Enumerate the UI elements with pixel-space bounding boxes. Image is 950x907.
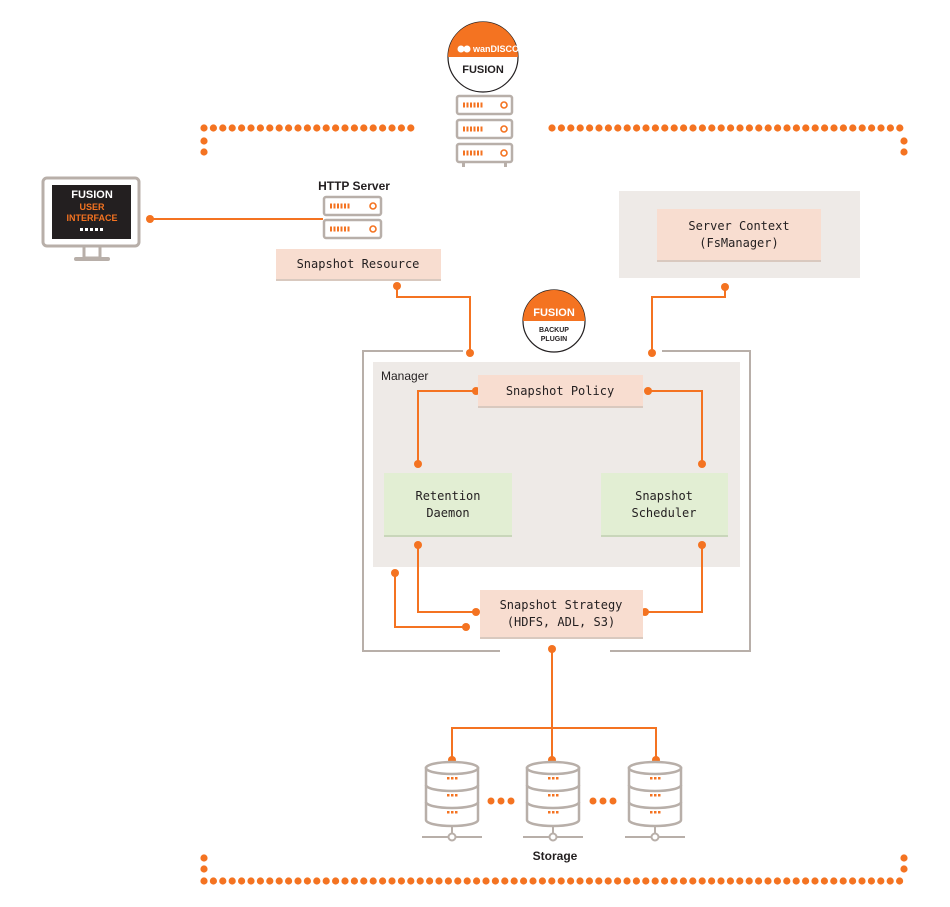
server-context-node: Server Context (FsManager) — [657, 209, 821, 262]
snapshot-policy-node: Snapshot Policy — [478, 375, 643, 408]
policy-to-scheduler-connector — [648, 390, 703, 464]
wandisco-fusion-badge: wanDISCO FUSION — [447, 21, 519, 93]
wandisco-brand: wanDISCO — [472, 44, 519, 54]
retention-daemon-node: Retention Daemon — [384, 473, 512, 537]
svg-text:Snapshot Resource: Snapshot Resource — [297, 257, 420, 271]
storage-databases — [422, 760, 685, 842]
monitor-to-http-connector — [146, 215, 323, 223]
database-icon — [422, 760, 482, 842]
monitor-line3: INTERFACE — [66, 213, 117, 223]
connector-dots — [391, 282, 729, 764]
strategy-loop-connector — [394, 573, 466, 628]
wandisco-logo-icon — [457, 45, 471, 53]
storage-label: Storage — [533, 849, 578, 863]
plugin-outline — [362, 350, 751, 652]
svg-text:Snapshot: Snapshot — [635, 489, 693, 503]
svg-text:Daemon: Daemon — [426, 506, 469, 520]
http-server-label: HTTP Server — [318, 179, 390, 193]
svg-text:Snapshot Strategy: Snapshot Strategy — [500, 598, 623, 612]
database-icon — [625, 760, 685, 842]
svg-text:Retention: Retention — [415, 489, 480, 503]
connectors — [394, 286, 726, 760]
svg-text:Scheduler: Scheduler — [631, 506, 696, 520]
monitor-line2: USER — [79, 202, 105, 212]
monitor-icon: FUSION USER INTERFACE — [41, 176, 141, 261]
snapshot-resource-node: Snapshot Resource — [276, 249, 441, 281]
plugin-brand: FUSION — [533, 307, 575, 319]
plugin-line2: PLUGIN — [541, 336, 567, 343]
snapshot-scheduler-node: Snapshot Scheduler — [601, 473, 728, 537]
snapshot-strategy-node: Snapshot Strategy (HDFS, ADL, S3) — [480, 590, 643, 639]
context-to-manager-connector — [651, 287, 726, 353]
plugin-line1: BACKUP — [539, 327, 569, 334]
retention-to-strategy-connector — [417, 545, 476, 613]
svg-text:(HDFS, ADL, S3): (HDFS, ADL, S3) — [507, 615, 615, 629]
bottom-dotted-bus — [200, 854, 908, 885]
fusion-backup-plugin-badge: FUSION BACKUP PLUGIN — [522, 289, 586, 353]
http-server-icon — [322, 195, 383, 240]
policy-to-retention-connector — [417, 390, 476, 464]
top-dotted-bus — [200, 124, 908, 156]
storage-bus-connector — [451, 727, 657, 760]
resource-to-manager-connector — [396, 286, 471, 353]
fusion-product-label: FUSION — [462, 64, 504, 76]
monitor-line1: FUSION — [71, 189, 113, 201]
scheduler-to-strategy-connector — [645, 545, 703, 613]
database-icon — [523, 760, 583, 842]
svg-text:(FsManager): (FsManager) — [699, 236, 778, 250]
manager-label: Manager — [381, 369, 428, 383]
storage-link-dots — [487, 797, 617, 805]
svg-text:Snapshot Policy: Snapshot Policy — [506, 384, 614, 398]
svg-text:Server Context: Server Context — [688, 219, 789, 233]
fusion-server-stack-icon — [455, 94, 514, 167]
